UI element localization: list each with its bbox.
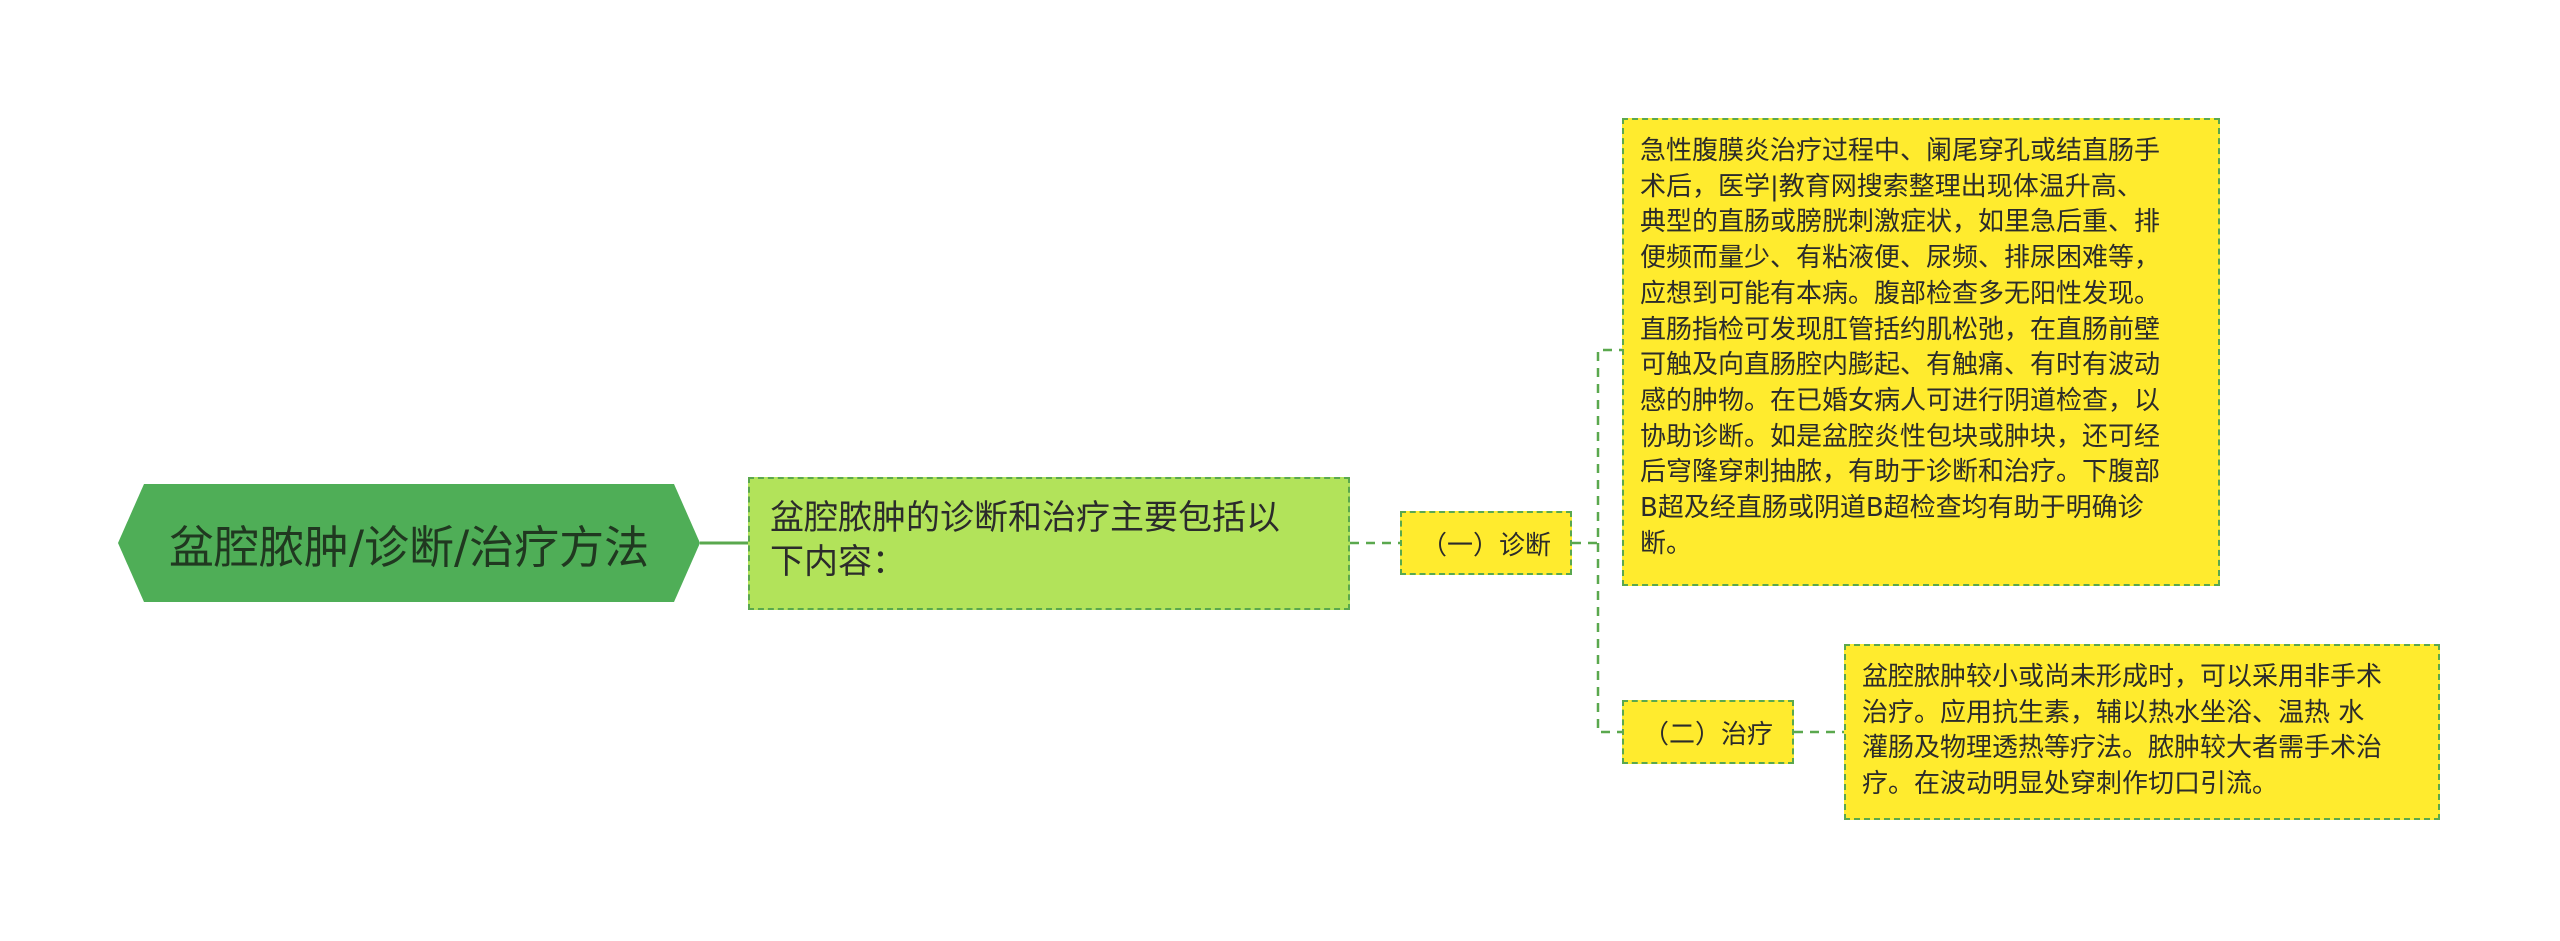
root-topic-title: 盆腔脓肿/诊断/治疗方法 xyxy=(168,520,650,574)
root-topic[interactable]: 盆腔脓肿/诊断/治疗方法 xyxy=(118,484,700,602)
treatment-label: （二）治疗 xyxy=(1642,719,1773,750)
treatment-detail-line: 疗。在波动明显处穿刺作切口引流。 xyxy=(1862,769,2279,800)
connector-diagnosis-detail xyxy=(1572,348,1622,545)
summary-line: 盆腔脓肿的诊断和治疗主要包括以 xyxy=(770,498,1280,538)
diagnosis-detail-line: 后穹隆穿刺抽脓，有助于诊断和治疗。下腹部 xyxy=(1640,457,2161,488)
connector-diagnosis-treatment xyxy=(1596,543,1622,734)
diagnosis-detail-node[interactable]: 急性腹膜炎治疗过程中、阑尾穿孔或结直肠手 术后，医学|教育网搜索整理出现体温升高… xyxy=(1622,118,2220,586)
diagnosis-detail-line: 直肠指检可发现肛管括约肌松弛，在直肠前壁 xyxy=(1640,314,2161,345)
diagnosis-detail-line: 协助诊断。如是盆腔炎性包块或肿块，还可经 xyxy=(1640,421,2161,452)
summary-line: 下内容： xyxy=(770,542,906,582)
treatment-detail-node[interactable]: 盆腔脓肿较小或尚未形成时，可以采用非手术 治疗。应用抗生素，辅以热水坐浴、温热 … xyxy=(1844,644,2440,820)
diagnosis-detail-line: 术后，医学|教育网搜索整理出现体温升高、 xyxy=(1640,171,2143,202)
diagnosis-node[interactable]: （一）诊断 xyxy=(1400,511,1572,575)
treatment-detail-line: 盆腔脓肿较小或尚未形成时，可以采用非手术 xyxy=(1862,662,2383,692)
diagnosis-detail-line: 可触及向直肠腔内膨起、有触痛、有时有波动 xyxy=(1640,350,2161,381)
treatment-detail-line: 灌肠及物理透热等疗法。脓肿较大者需手术治 xyxy=(1862,733,2383,764)
treatment-node[interactable]: （二）治疗 xyxy=(1622,700,1794,764)
diagnosis-detail-line: 应想到可能有本病。腹部检查多无阳性发现。 xyxy=(1640,278,2161,309)
diagnosis-detail-line: 断。 xyxy=(1640,528,1693,559)
diagnosis-detail-line: 急性腹膜炎治疗过程中、阑尾穿孔或结直肠手 xyxy=(1640,136,2161,166)
diagnosis-detail-line: B超及经直肠或阴道B超检查均有助于明确诊 xyxy=(1640,493,2144,524)
diagnosis-detail-line: 便频而量少、有粘液便、尿频、排尿困难等， xyxy=(1640,243,2161,274)
summary-node[interactable]: 盆腔脓肿的诊断和治疗主要包括以 下内容： xyxy=(748,477,1350,610)
diagnosis-detail-line: 典型的直肠或膀胱刺激症状，如里急后重、排 xyxy=(1640,207,2161,238)
diagnosis-label: （一）诊断 xyxy=(1420,530,1551,561)
treatment-detail-line: 治疗。应用抗生素，辅以热水坐浴、温热 水 xyxy=(1862,697,2365,728)
diagnosis-detail-line: 感的肿物。在已婚女病人可进行阴道检查，以 xyxy=(1640,385,2161,416)
